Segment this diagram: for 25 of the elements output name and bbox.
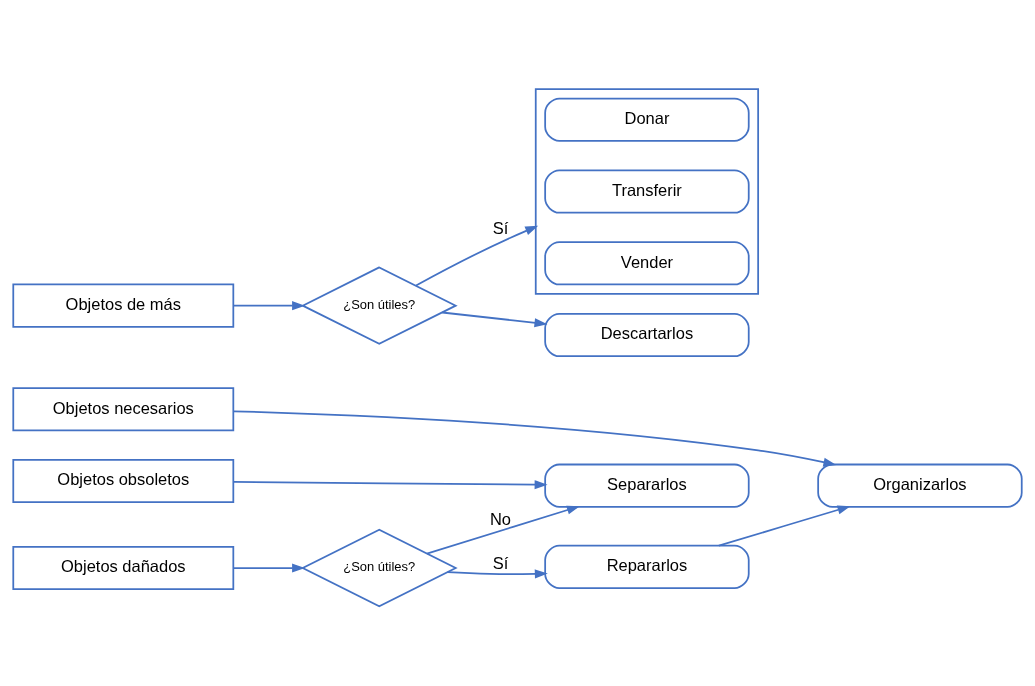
node-box: Objetos obsoletos: [12, 458, 235, 504]
node-diamond: ¿Son útiles?: [300, 266, 458, 345]
arrow: [718, 505, 851, 547]
arrow: [426, 505, 580, 555]
node-box: Objetos necesarios: [12, 387, 235, 432]
node-box: Separarlos: [544, 463, 750, 508]
arrow: [441, 311, 548, 328]
arrow: [232, 480, 548, 490]
arrow: [232, 410, 837, 467]
edge-label: No: [489, 509, 511, 528]
arrow: [232, 563, 306, 573]
node-box: Objetos dañados: [12, 546, 235, 591]
node-box: Objetos de más: [12, 283, 235, 328]
arrow: [415, 225, 539, 287]
cluster: [534, 88, 760, 295]
edge-label: Sí: [492, 554, 509, 573]
node-box: Organizarlos: [817, 463, 1023, 508]
arrow: [446, 569, 548, 579]
node-box: Descartarlos: [544, 313, 750, 358]
node-box: Donar: [544, 97, 750, 142]
node-box: Vender: [544, 241, 750, 286]
edge-label: Sí: [492, 219, 509, 238]
node-box: Repararlos: [544, 544, 750, 589]
node-box: Transferir: [544, 169, 750, 214]
arrow: [232, 301, 306, 311]
